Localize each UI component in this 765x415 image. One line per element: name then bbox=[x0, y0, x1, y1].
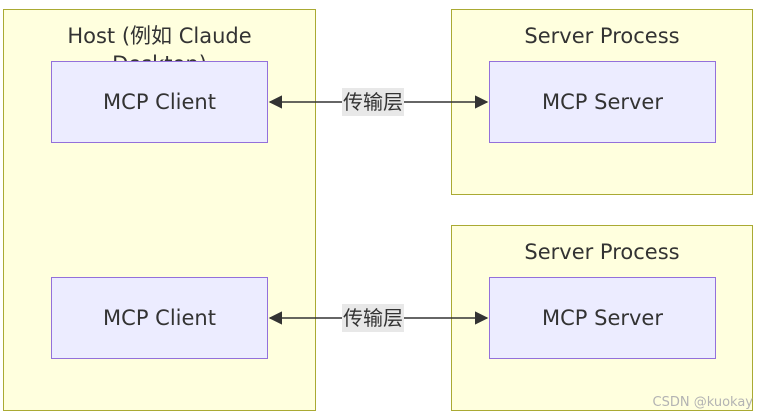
host-cluster-title: Host (例如 Claude Desktop) bbox=[67, 24, 252, 62]
mcp-client-node-1: MCP Client bbox=[51, 61, 268, 143]
mcp-server-label-2: MCP Server bbox=[542, 306, 663, 330]
mcp-client-label-2: MCP Client bbox=[103, 306, 216, 330]
csdn-watermark: CSDN @kuokay bbox=[652, 395, 753, 410]
transport-label-1: 传输层 bbox=[342, 88, 404, 116]
server-process-title-2: Server Process bbox=[524, 240, 680, 264]
mcp-client-node-2: MCP Client bbox=[51, 277, 268, 359]
mcp-server-label-1: MCP Server bbox=[542, 90, 663, 114]
mcp-client-label-1: MCP Client bbox=[103, 90, 216, 114]
server-process-title-1: Server Process bbox=[524, 24, 680, 48]
transport-label-2: 传输层 bbox=[342, 304, 404, 332]
mcp-server-node-1: MCP Server bbox=[489, 61, 716, 143]
mcp-server-node-2: MCP Server bbox=[489, 277, 716, 359]
